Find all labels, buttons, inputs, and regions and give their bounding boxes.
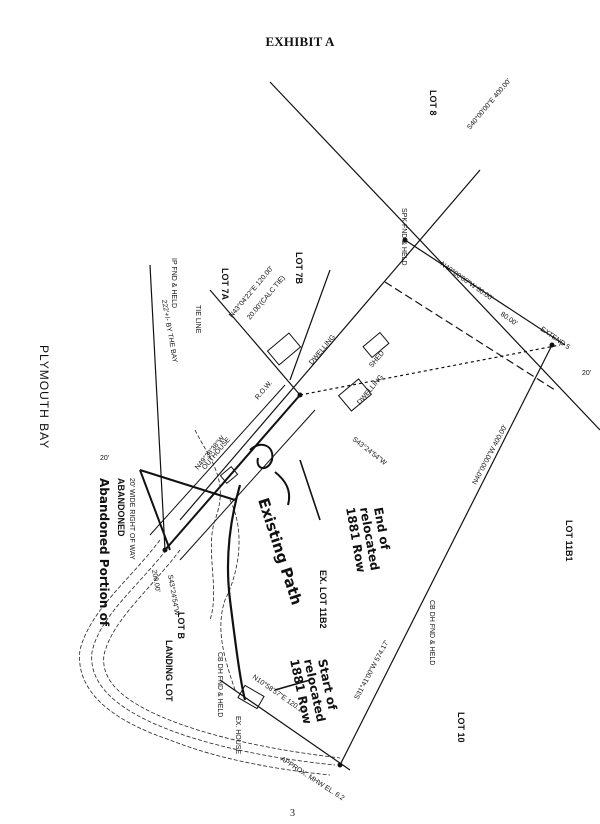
contour-3 xyxy=(103,549,341,759)
row-edge-1 xyxy=(149,384,286,536)
road-line-dashed xyxy=(384,281,556,391)
ip-found-note: IP FND & HELD xyxy=(170,258,177,308)
page-number: 3 xyxy=(290,808,295,819)
path-arrow xyxy=(274,471,291,506)
spk-marker xyxy=(402,237,408,243)
dwelling-note: DWELLING xyxy=(308,334,337,367)
ip-line xyxy=(149,264,166,551)
end-note-arrow xyxy=(299,459,321,521)
road-line-upper xyxy=(404,239,566,346)
top-diagonal-line xyxy=(269,81,600,431)
inner-line xyxy=(289,269,331,381)
ex-house-note: EX. HOUSE xyxy=(234,716,241,754)
outhouse-building xyxy=(219,465,239,485)
monument-markers xyxy=(162,237,555,768)
dwelling-building-2 xyxy=(337,378,373,412)
dwelling-note-2: DWELLING xyxy=(356,374,385,407)
lot-7b-label: LOT 7B xyxy=(294,252,304,285)
bearing-label-6: S31°41'00"W 574.17' xyxy=(353,639,391,701)
bearing-label-13: S43°24'54"W xyxy=(166,574,181,616)
shed-note: SHED xyxy=(368,350,386,369)
south-marker xyxy=(337,762,343,768)
row-label-note: R.O.W. xyxy=(254,379,274,401)
extend-note: EXTEND 5 xyxy=(539,326,571,351)
existing-path-line xyxy=(226,484,247,701)
cb-dh-found-note-2: CB DH FND & HELD xyxy=(216,652,223,717)
contour-1 xyxy=(79,539,331,776)
lot-8-top-label: LOT 8 xyxy=(428,90,438,116)
abandoned-note: ABANDONED xyxy=(116,478,126,537)
buildings xyxy=(219,331,390,710)
end-relocated-note: End of relocated 1881 Row xyxy=(343,506,392,574)
bearing-label-7: N40°00'00"W 400.00' xyxy=(471,424,509,486)
bearing-label-10: 222'+/- BY THE BAY xyxy=(160,299,178,363)
shed-building xyxy=(362,331,390,359)
bearing-label-12: 200.00' xyxy=(150,569,161,593)
lot-11b1-label: LOT 11B1 xyxy=(564,520,574,562)
width-note: 20' xyxy=(582,370,591,377)
bearing-label-1: S40°00'00"E 400.00' xyxy=(465,77,512,131)
bearing-label-2: N40°00'00"W 80.00' xyxy=(439,260,495,302)
lot-10-label: LOT 10 xyxy=(456,712,466,743)
east-lot-line xyxy=(339,344,553,766)
existing-path-note: Existing Path xyxy=(254,496,306,608)
extend-marker xyxy=(549,342,555,348)
south-lot-line xyxy=(219,679,351,771)
bearing-label-9: 80.00' xyxy=(499,311,518,328)
dwelling-building xyxy=(266,332,302,366)
lot-line-nw xyxy=(179,169,481,521)
ex-lot-11b2-label: EX. LOT 11B2 xyxy=(318,570,328,629)
contour-2 xyxy=(91,544,336,766)
triangle-side-1 xyxy=(139,469,236,501)
corner-marker xyxy=(297,392,303,398)
abandoned-portion-note: Abandoned Portion of xyxy=(97,478,111,627)
cb-dh-found-note: CB DH FND & HELD xyxy=(428,600,435,665)
ex-house-building xyxy=(237,684,265,710)
right-of-way-note: 20' WIDE RIGHT OF WAY xyxy=(128,478,135,560)
end-marker-scribble xyxy=(249,443,274,469)
lot-7a-line xyxy=(209,289,301,396)
row-edge-2 xyxy=(179,409,316,561)
tie-line-note: TIE LINE xyxy=(194,305,201,334)
bearing-label-8: 20.00'(CALC TIE) xyxy=(246,275,287,322)
shoreline-contours xyxy=(79,429,341,776)
start-note-arrow xyxy=(274,679,311,691)
spk-found-note: SPK FND & HELD xyxy=(400,208,407,266)
contour-5 xyxy=(220,499,240,691)
triangle-side-2 xyxy=(139,469,171,551)
row-marker xyxy=(162,547,168,553)
contour-4 xyxy=(194,429,221,621)
row-centerline xyxy=(164,394,301,551)
start-relocated-note: Start of relocated 1881 Row xyxy=(287,658,340,726)
lot-7a-label: LOT 7A xyxy=(220,268,230,301)
landing-lot-label: LANDING LOT xyxy=(164,640,174,702)
tie-line xyxy=(299,344,561,396)
width-note-2: 20' xyxy=(100,455,109,462)
water-body-label: PLYMOUTH BAY xyxy=(37,345,51,449)
lot-b-label: LOT B xyxy=(176,612,186,639)
bearing-label-4: S43°24'54"W xyxy=(351,435,389,467)
page-title: EXHIBIT A xyxy=(265,34,335,49)
